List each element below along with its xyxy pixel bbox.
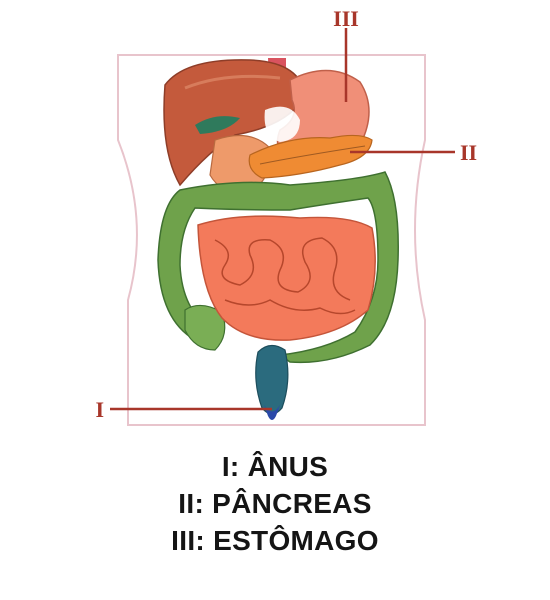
legend-pancreas: II: PÂNCREAS [178, 488, 372, 519]
digestive-system-diagram: III II I [95, 6, 477, 426]
torso-outline [117, 54, 426, 426]
cecum [184, 304, 226, 351]
large-intestine [157, 171, 399, 364]
pancreatic-duct [259, 145, 366, 165]
marker-pancreas: II [460, 140, 477, 165]
stomach-highlight [264, 106, 300, 142]
legend: I: ÂNUS II: PÂNCREAS III: ESTÔMAGO [0, 448, 550, 559]
pancreas [248, 134, 373, 179]
small-intestine [197, 215, 376, 341]
rectum [255, 344, 289, 415]
small-intestine-folds [214, 237, 356, 315]
legend-stomach: III: ESTÔMAGO [171, 525, 379, 556]
marker-anus: I [95, 397, 104, 422]
gallbladder [195, 116, 240, 134]
liver-shading [184, 74, 281, 90]
anal-canal [264, 405, 280, 420]
legend-anus: I: ÂNUS [221, 451, 329, 482]
marker-stomach: III [333, 6, 359, 31]
